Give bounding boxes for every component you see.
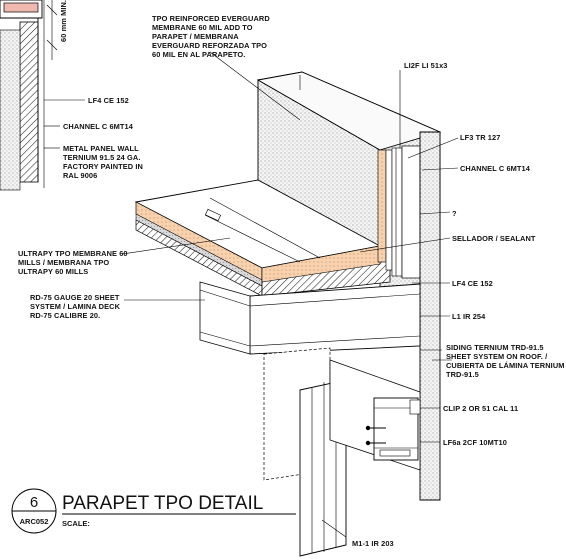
label-tpo-reinforced: TPO REINFORCED EVERGUARD MEMBRANE 60 MIL…	[152, 14, 270, 59]
svg-text:TRD-91.5: TRD-91.5	[446, 370, 479, 379]
detail-marker: 6 ARC052	[11, 488, 57, 534]
label-lf3: LF3 TR 127	[460, 133, 500, 142]
beam-l1	[249, 283, 421, 355]
deck-front-orange	[261, 245, 381, 283]
svg-text:MILLS / MEMBRANA TPO: MILLS / MEMBRANA TPO	[18, 258, 109, 267]
label-l1: L1 IR 254	[452, 312, 486, 321]
detail-number: 6	[30, 494, 38, 511]
page-title: PARAPET TPO DETAIL	[62, 493, 263, 514]
label-clip: CLIP 2 OR 51 CAL 11	[443, 404, 518, 413]
svg-text:TERNIUM 91.5 24 GA.: TERNIUM 91.5 24 GA.	[63, 153, 140, 162]
svg-text:METAL PANEL WALL: METAL PANEL WALL	[63, 144, 139, 153]
leader-lines	[44, 51, 459, 538]
svg-text:SHEET SYSTEM ON ROOF. /: SHEET SYSTEM ON ROOF. /	[446, 352, 547, 361]
svg-text:SIDING TERNIUM TRD-91.5: SIDING TERNIUM TRD-91.5	[446, 343, 544, 352]
label-sealant: SELLADOR / SEALANT	[452, 234, 536, 243]
svg-text:SYSTEM / LAMINA DECK: SYSTEM / LAMINA DECK	[30, 302, 121, 311]
svg-text:ULTRAPY TPO MEMBRANE 60: ULTRAPY TPO MEMBRANE 60	[18, 249, 128, 258]
svg-text:FACTORY PAINTED IN: FACTORY PAINTED IN	[63, 162, 143, 171]
label-channel-right: CHANNEL C 6MT14	[460, 164, 531, 173]
label-channel-left: CHANNEL C 6MT14	[63, 122, 134, 131]
svg-text:TPO REINFORCED EVERGUARD: TPO REINFORCED EVERGUARD	[152, 14, 270, 23]
label-rd75: RD-75 GAUGE 20 SHEET SYSTEM / LAMINA DEC…	[30, 293, 121, 320]
left-wall-detail	[0, 0, 58, 191]
svg-text:PARAPET / MEMBRANA: PARAPET / MEMBRANA	[152, 32, 239, 41]
svg-text:MEMBRANE 60 MIL ADD TO: MEMBRANE 60 MIL ADD TO	[152, 23, 253, 32]
dimension-text: 60 mm MIN.	[59, 0, 68, 42]
label-li2f: LI2F LI 51x3	[404, 61, 448, 70]
parapet-orange-strip	[377, 149, 387, 263]
svg-text:EVERGUARD REFORZADA TPO: EVERGUARD REFORZADA TPO	[152, 41, 267, 50]
label-m1: M1-1 IR 203	[352, 539, 394, 548]
svg-text:ULTRAPY 60 MILLS: ULTRAPY 60 MILLS	[18, 267, 88, 276]
svg-text:CUBIERTA DE LÁMINA TERNIUM: CUBIERTA DE LÁMINA TERNIUM	[446, 361, 565, 370]
svg-text:RD-75 CALIBRE 20.: RD-75 CALIBRE 20.	[30, 311, 100, 320]
label-lf4-left: LF4 CE 152	[88, 96, 129, 105]
label-lf6a: LF6a 2CF 10MT10	[443, 438, 507, 447]
label-metal-panel: METAL PANEL WALL TERNIUM 91.5 24 GA. FAC…	[63, 144, 143, 180]
label-lf4-right: LF4 CE 152	[452, 279, 493, 288]
svg-text:RD-75 GAUGE 20 SHEET: RD-75 GAUGE 20 SHEET	[30, 293, 120, 302]
label-question: ?	[452, 209, 457, 218]
label-ultrapy: ULTRAPY TPO MEMBRANE 60 MILLS / MEMBRANA…	[18, 249, 128, 276]
scale-label: SCALE:	[62, 519, 90, 528]
detail-sheet: ARC052	[20, 517, 49, 526]
label-siding: SIDING TERNIUM TRD-91.5 SHEET SYSTEM ON …	[446, 343, 565, 379]
svg-text:RAL 9006: RAL 9006	[63, 171, 97, 180]
svg-text:60 MIL EN AL PARAPETO.: 60 MIL EN AL PARAPETO.	[152, 50, 245, 59]
